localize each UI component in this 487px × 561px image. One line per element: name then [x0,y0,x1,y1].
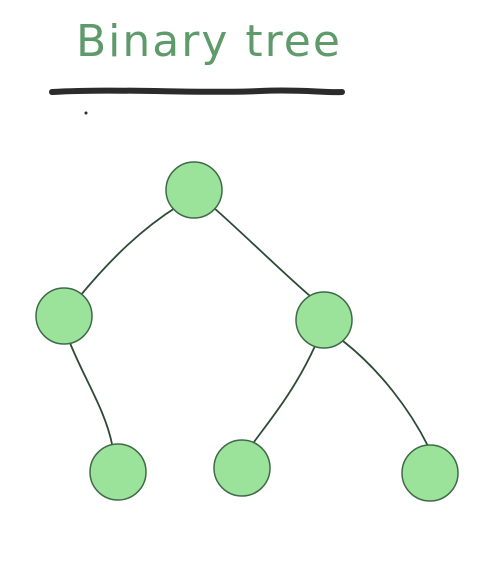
tree-node-right-right [401,444,459,502]
tree-node-right [295,291,353,349]
tree-node-left [35,287,93,345]
stray-dot [84,111,88,115]
edge-left-to-left-left [69,342,113,445]
tree-node-right-left [213,439,271,497]
title-underline [49,87,345,96]
edge-right-to-right-left [253,345,316,443]
tree-node-left-left [89,443,147,501]
tree-edges [69,205,429,447]
edge-root-to-left [79,205,179,297]
tree-node-root [165,161,223,219]
edge-right-to-right-right [342,340,429,447]
tree-nodes [35,161,459,502]
diagram-title: Binary tree [76,16,342,67]
title-group: Binary tree [49,16,345,115]
edge-root-to-right [212,206,311,297]
